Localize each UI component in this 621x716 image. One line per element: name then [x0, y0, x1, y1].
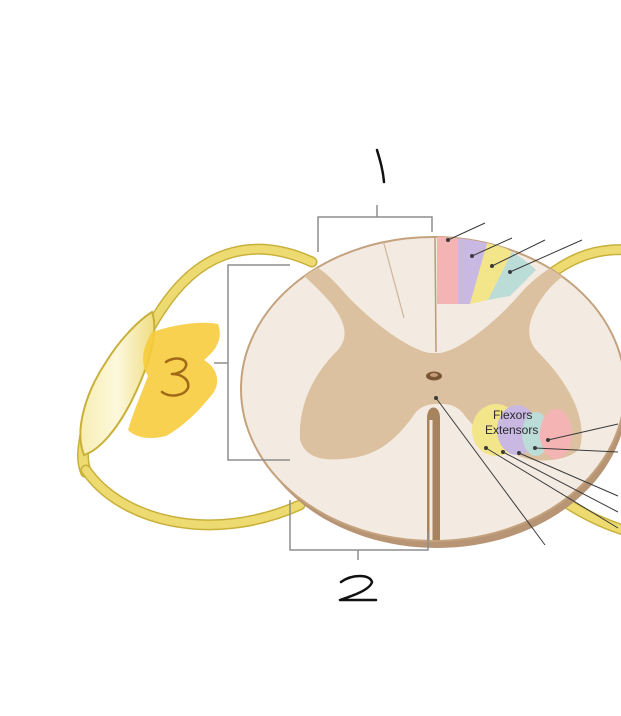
right-nerve-roots: [542, 244, 621, 536]
top-bracket: [317, 216, 433, 252]
handwritten-2-stroke: [338, 574, 378, 602]
handwritten-labels: 1 2 3: [160, 148, 390, 607]
spinal-cord: [240, 236, 621, 548]
ventral-pool-pink: [540, 409, 572, 459]
ventral-median-fissure: [427, 407, 440, 540]
label-3: 3: [164, 366, 184, 404]
tract-lavender: [458, 237, 488, 304]
highlighter-mark: [128, 322, 220, 438]
flexors-label: Flexors: [493, 408, 532, 422]
brackets: [214, 205, 433, 560]
tract-teal: [488, 252, 536, 300]
label-1: 1: [372, 156, 390, 189]
handwritten-1-stroke: [375, 148, 386, 184]
label-2: 2: [344, 574, 362, 607]
ventral-leaders: [434, 396, 619, 546]
handwritten-3-stroke: [160, 357, 190, 397]
bottom-bracket: [289, 500, 429, 551]
tract-yellow: [470, 240, 512, 304]
dorsal-root-ganglion: [79, 310, 156, 457]
left-nerve-roots: [77, 243, 318, 531]
extensors-label: Extensors: [485, 423, 538, 437]
tract-pink: [437, 237, 458, 304]
dorsal-tract-leaders: [446, 222, 583, 274]
